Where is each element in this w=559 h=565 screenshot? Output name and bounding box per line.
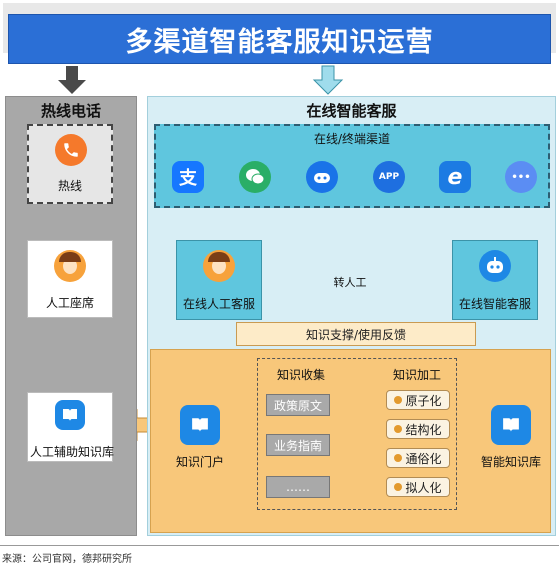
- bullet-icon: [394, 425, 403, 433]
- agent-avatar-icon: [54, 250, 86, 282]
- human-service-label: 在线人工客服: [182, 296, 255, 311]
- human-agent-icon: [203, 250, 235, 282]
- footer-divider: [0, 545, 559, 546]
- hotline-title: 热线电话: [40, 101, 101, 120]
- wechat-icon[interactable]: [239, 161, 271, 193]
- process-step-label: 通俗化: [405, 451, 442, 466]
- book-icon: [55, 400, 85, 430]
- robot-icon: [479, 250, 511, 282]
- phone-label: 热线: [57, 178, 82, 193]
- portal-label: 知识门户: [175, 454, 224, 469]
- support-bar: 知识支撑/使用反馈: [236, 322, 476, 346]
- smart-service-label: 在线智能客服: [458, 296, 531, 311]
- arrow-down-online: [312, 65, 344, 95]
- process-title: 知识加工: [392, 367, 441, 382]
- bullet-icon: [394, 396, 403, 404]
- process-step: 结构化: [386, 419, 450, 439]
- smart-kb-label: 智能知识库: [480, 454, 541, 469]
- channels-box: [154, 124, 550, 208]
- process-step: 通俗化: [386, 448, 450, 468]
- source-item: ……: [266, 476, 330, 498]
- process-step-label: 拟人化: [405, 480, 442, 495]
- process-step: 原子化: [386, 390, 450, 410]
- robot-app-icon[interactable]: [306, 161, 338, 193]
- channels-title: 在线/终端渠道: [313, 131, 391, 146]
- process-step-label: 原子化: [405, 393, 442, 408]
- app-icon[interactable]: APP: [373, 161, 405, 193]
- source-item: 政策原文: [266, 394, 330, 416]
- process-step-label: 结构化: [405, 422, 442, 437]
- knowledge-process-box: [257, 358, 457, 510]
- source-item: 业务指南: [266, 434, 330, 456]
- bullet-icon: [394, 454, 403, 462]
- process-step: 拟人化: [386, 477, 450, 497]
- smart-kb-book-icon: [491, 405, 531, 445]
- alipay-icon[interactable]: 支: [172, 161, 204, 193]
- online-title: 在线智能客服: [306, 101, 397, 120]
- bullet-icon: [394, 483, 403, 491]
- agent-label: 人工座席: [45, 295, 94, 310]
- arrow-down-hotline: [58, 66, 86, 94]
- collect-title: 知识收集: [276, 367, 325, 382]
- ie-browser-icon[interactable]: e: [439, 161, 471, 193]
- source-note: 来源：公司官网，德邦研究所: [2, 554, 132, 565]
- assist-kb-label: 人工辅助知识库: [29, 444, 114, 459]
- transfer-label: 转人工: [333, 276, 367, 289]
- phone-icon: [55, 134, 87, 166]
- more-icon[interactable]: •••: [505, 161, 537, 193]
- page-title: 多渠道智能客服知识运营: [8, 14, 551, 64]
- portal-book-icon: [180, 405, 220, 445]
